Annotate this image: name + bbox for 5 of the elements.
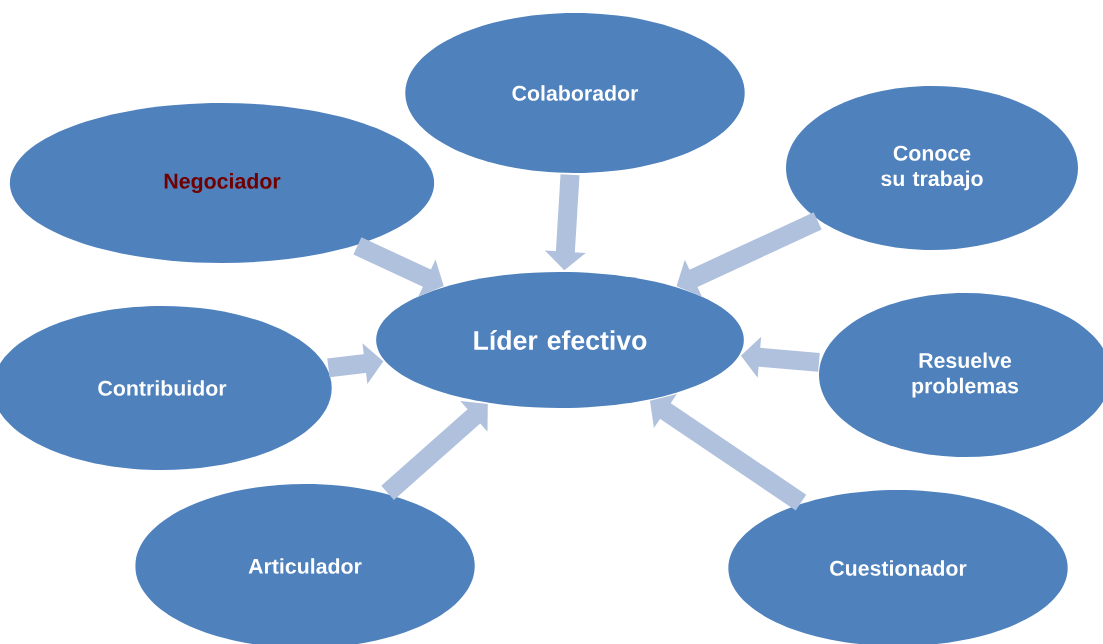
ellipse-node: Negociador <box>9 103 435 263</box>
ellipse-node: Colaborador <box>405 13 745 173</box>
block-arrow <box>381 400 488 500</box>
ellipse-node: Conoce su trabajo <box>786 86 1078 250</box>
ellipse-node: Líder efectivo <box>376 272 744 408</box>
